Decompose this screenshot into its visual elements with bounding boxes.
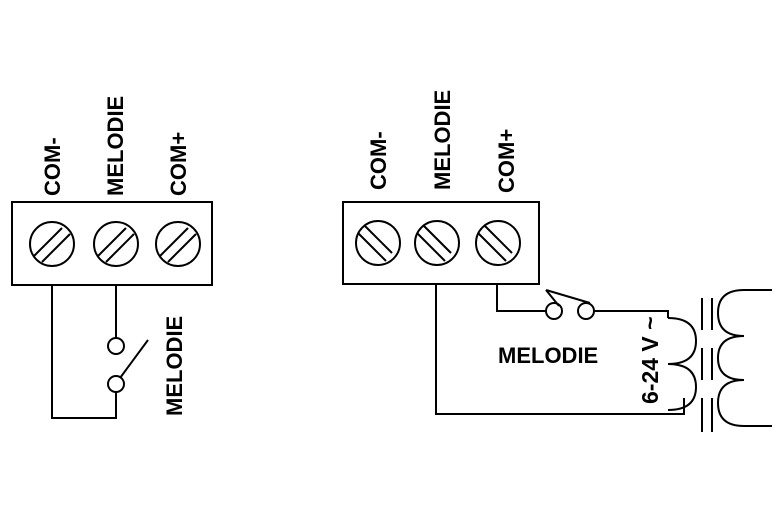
left-terminal-label-com-plus: COM+ — [166, 132, 191, 196]
transformer-voltage-label: 6-24 V ~ — [637, 316, 663, 404]
left-switch — [107, 337, 149, 393]
right-wire-com-minus — [435, 284, 685, 415]
transformer — [667, 289, 772, 432]
transformer-core — [701, 298, 713, 432]
left-screw-com-minus — [29, 221, 75, 267]
left-screw-melodie — [93, 221, 139, 267]
left-terminal-block — [11, 201, 213, 286]
left-screw-com-plus — [155, 221, 201, 267]
left-diagram: COM- MELODIE COM+ MELODIE — [11, 96, 213, 419]
left-switch-label: MELODIE — [162, 316, 187, 416]
left-terminal-label-com-minus: COM- — [40, 137, 65, 196]
right-terminal-label-com-plus: COM+ — [494, 129, 519, 193]
right-screw-melodie — [414, 220, 460, 266]
right-diagram: COM- MELODIE COM+ — [342, 90, 772, 432]
right-switch-label: MELODIE — [498, 343, 598, 368]
left-wire-com-minus — [51, 285, 117, 419]
right-screw-com-plus — [475, 220, 521, 266]
transformer-coil-right — [716, 289, 772, 427]
right-terminal-label-com-minus: COM- — [366, 131, 391, 190]
right-wire-to-transformer — [594, 310, 669, 318]
transformer-coil-left — [667, 317, 698, 411]
right-wire-com-plus — [496, 284, 546, 312]
left-terminal-label-melodie: MELODIE — [103, 96, 128, 196]
right-switch — [545, 289, 595, 320]
right-screw-com-minus — [355, 220, 401, 266]
right-terminal-label-melodie: MELODIE — [430, 90, 455, 190]
